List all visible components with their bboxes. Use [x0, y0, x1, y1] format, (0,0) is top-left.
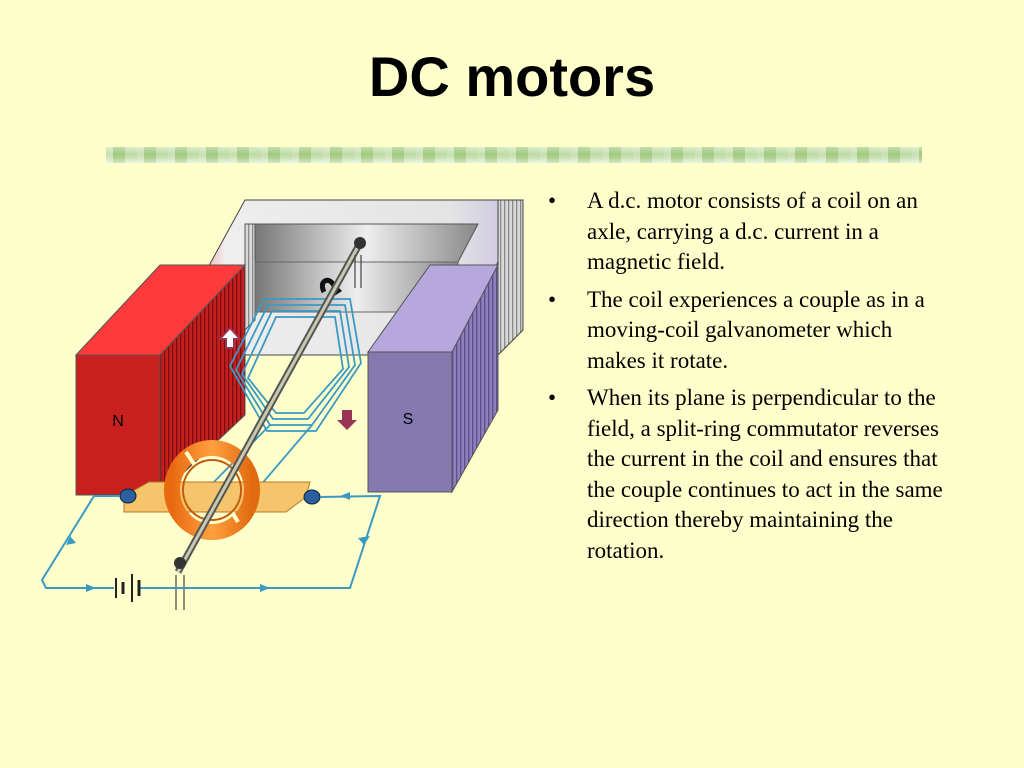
circuit-direction-arrows — [66, 492, 370, 592]
battery-icon — [115, 574, 141, 602]
south-pole-label: S — [403, 411, 414, 428]
bullet-list: A d.c. motor consists of a coil on an ax… — [545, 186, 955, 573]
axle — [174, 237, 366, 610]
bullet-item: When its plane is perpendicular to the f… — [545, 383, 955, 566]
bullet-item: The coil experiences a couple as in a mo… — [545, 285, 955, 377]
split-ring-commutator — [164, 440, 260, 540]
force-arrow-up — [217, 326, 243, 349]
dc-motor-diagram: N S — [40, 199, 524, 610]
north-pole-label: N — [112, 413, 124, 430]
north-pole: N — [74, 263, 247, 497]
force-arrow-down — [337, 410, 357, 430]
title-divider — [106, 147, 922, 163]
slide-title: DC motors — [368, 45, 656, 108]
south-pole: S — [367, 264, 499, 494]
bullet-item: A d.c. motor consists of a coil on an ax… — [545, 186, 955, 278]
